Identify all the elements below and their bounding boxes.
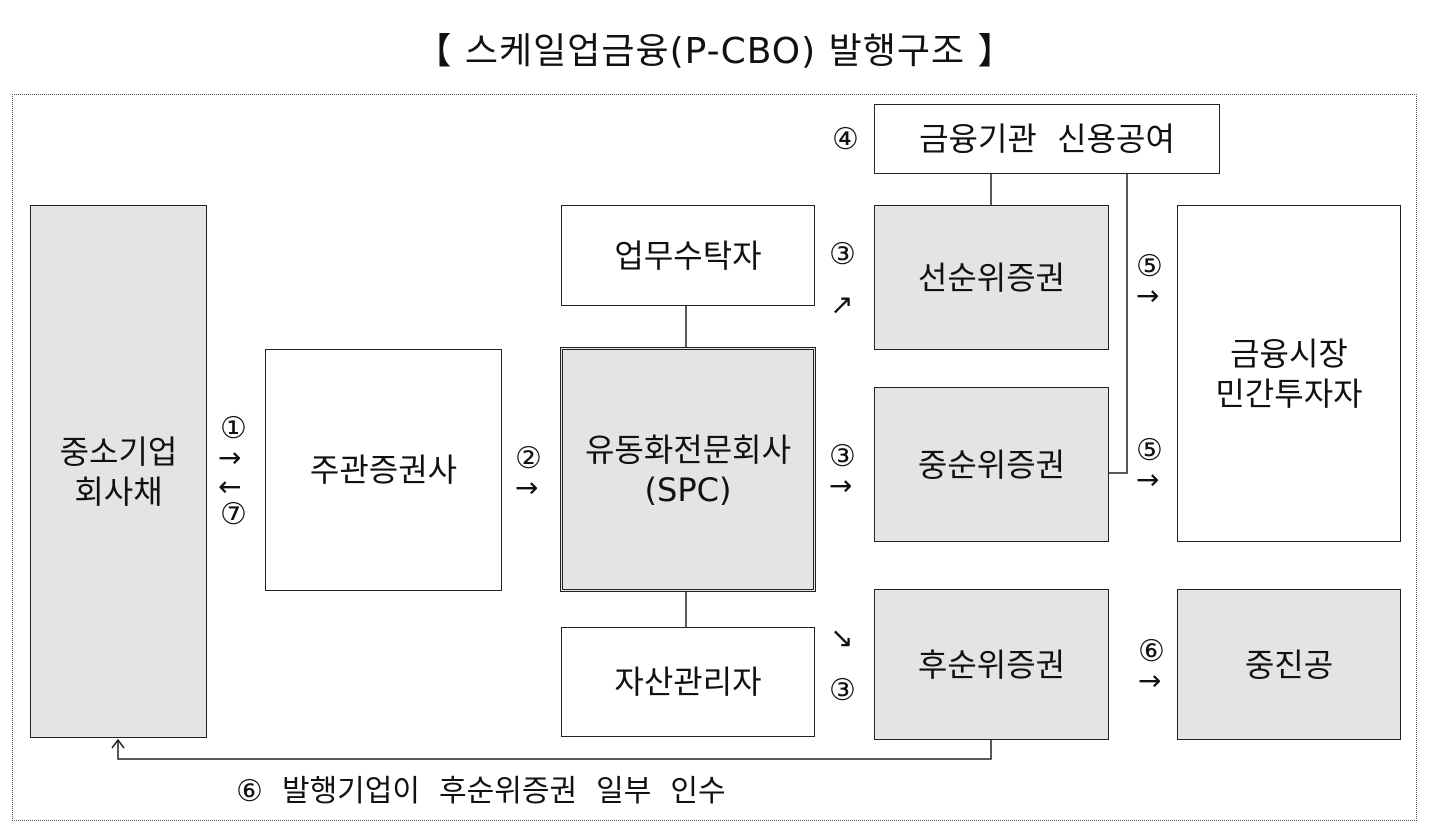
step-5-senior-arrow: → <box>1136 279 1160 312</box>
step-5-mezzanine-arrow: → <box>1136 463 1160 496</box>
mezzanine-box: 중순위증권 <box>874 387 1109 542</box>
credit-enhancement-label: 금융기관 신용공여 <box>919 120 1175 158</box>
sme-bond-box: 중소기업 회사채 <box>30 205 207 738</box>
sme-bond-label-2: 회사채 <box>74 472 163 511</box>
step-2-marker: ② <box>515 441 542 476</box>
lead-underwriter-label: 주관증권사 <box>309 451 458 489</box>
kosmes-label: 중진공 <box>1244 645 1334 684</box>
diagram-title: 【 스케일업금융(P-CBO) 발행구조 】 <box>415 31 1015 72</box>
step-3-mezzanine-arrow: → <box>829 469 853 502</box>
step-6-marker: ⑥ <box>1138 634 1165 669</box>
step-1-marker: ① <box>220 411 247 446</box>
step-6-arrow: → <box>1138 664 1162 697</box>
spc-box: 유동화전문회사 (SPC) <box>560 347 816 592</box>
step-3-junior-marker: ③ <box>829 673 856 708</box>
step-5-mezzanine-marker: ⑤ <box>1136 433 1163 468</box>
asset-manager-label: 자산관리자 <box>614 663 762 701</box>
investors-label-1: 금융시장 <box>1230 334 1348 373</box>
step-1-arrow: → <box>218 441 242 474</box>
trustee-box: 업무수탁자 <box>561 205 815 306</box>
senior-label: 선순위증권 <box>917 258 1066 297</box>
asset-manager-box: 자산관리자 <box>561 627 815 737</box>
diagram-frame <box>12 94 1417 821</box>
step-2-arrow: → <box>515 471 539 504</box>
step-3-junior-arrow: ↘ <box>830 621 854 654</box>
step-3-mezzanine-marker: ③ <box>829 439 856 474</box>
step-7-arrow: ← <box>218 470 242 503</box>
senior-box: 선순위증권 <box>874 205 1109 350</box>
step-3-senior-arrow: ↗ <box>830 288 854 321</box>
step-4-marker: ④ <box>832 122 859 157</box>
sme-bond-label-1: 중소기업 <box>59 432 178 471</box>
investors-label-2: 민간투자자 <box>1215 374 1363 413</box>
mezzanine-label: 중순위증권 <box>917 445 1066 484</box>
spc-label-2: (SPC) <box>644 470 732 509</box>
trustee-label: 업무수탁자 <box>614 236 762 275</box>
credit-mezzanine-line <box>1109 173 1128 474</box>
credit-enhancement-box: 금융기관 신용공여 <box>874 104 1220 174</box>
kosmes-box: 중진공 <box>1177 589 1401 740</box>
step-5-senior-marker: ⑤ <box>1136 249 1163 284</box>
junior-label: 후순위증권 <box>917 645 1066 684</box>
step-7-marker: ⑦ <box>220 497 247 532</box>
return-arrowhead <box>111 738 125 749</box>
investors-box: 금융시장 민간투자자 <box>1177 205 1401 542</box>
spc-label-1: 유동화전문회사 <box>584 430 792 469</box>
junior-box: 후순위증권 <box>874 589 1109 740</box>
junior-return-line <box>117 740 992 760</box>
lead-underwriter-box: 주관증권사 <box>265 349 502 591</box>
step-3-senior-marker: ③ <box>829 237 856 272</box>
bottom-note: ⑥ 발행기업이 후순위증권 일부 인수 <box>236 774 726 809</box>
